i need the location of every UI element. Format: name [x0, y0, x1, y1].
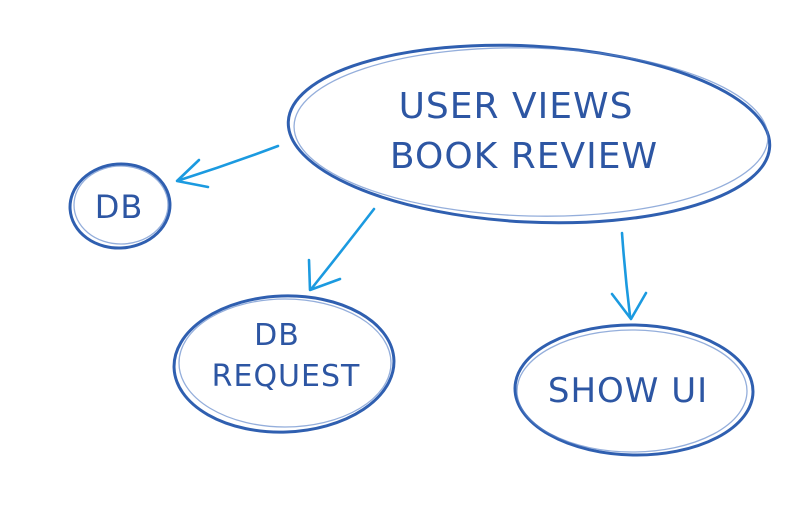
node-ellipse-sketch [178, 298, 392, 428]
node-label-line2: REQUEST [212, 359, 361, 394]
node-db-request: DB REQUEST [172, 294, 396, 434]
arrow-head-icon [175, 158, 210, 189]
node-label-line1: DB [254, 318, 300, 353]
arrow-head-icon [610, 291, 648, 321]
node-label: DB [95, 188, 144, 226]
node-show-ui: SHOW UI [513, 323, 755, 457]
arrow-head-icon [307, 258, 342, 292]
node-user-views-book-review: USER VIEWS BOOK REVIEW [286, 43, 772, 225]
node-ellipse-sketch [73, 165, 169, 245]
node-db: DB [68, 162, 172, 250]
node-ellipse [172, 294, 396, 434]
node-label: SHOW UI [548, 371, 708, 411]
edge-root-to-db [175, 144, 280, 189]
node-ellipse-sketch [516, 329, 748, 453]
edge-root-to-db-request [307, 207, 376, 292]
node-ellipse [286, 43, 772, 225]
node-ellipse [513, 323, 755, 457]
node-ellipse-sketch [293, 47, 769, 217]
edge-line [310, 207, 376, 290]
edge-root-to-show-ui [610, 231, 648, 321]
node-label-line1: USER VIEWS [399, 86, 634, 127]
edge-line [620, 231, 632, 318]
edge-line [178, 144, 280, 182]
node-label-line2: BOOK REVIEW [390, 136, 658, 177]
node-ellipse [68, 162, 172, 250]
